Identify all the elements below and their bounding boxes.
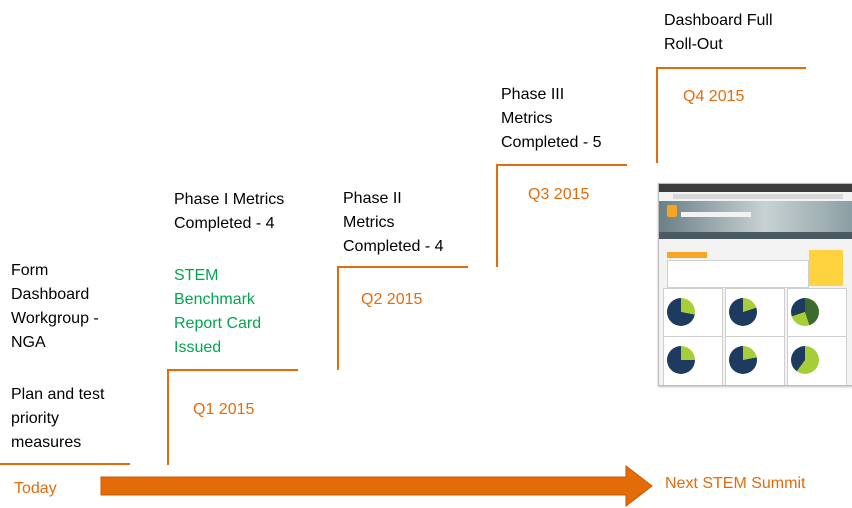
q1-extra-milestone: STEM Benchmark Report Card Issued	[174, 267, 262, 356]
pie-chart-icon	[667, 298, 695, 326]
dashboard-screenshot	[658, 183, 852, 386]
step-q4-riser	[656, 67, 658, 163]
today-item-workgroup: Form Dashboard Workgroup - NGA	[11, 262, 99, 351]
step-q2-riser	[337, 266, 339, 370]
today-label: Today	[14, 480, 57, 497]
pie-chart-icon	[791, 346, 819, 374]
pie-chart-icon	[667, 346, 695, 374]
q3-quarter-label: Q3 2015	[528, 186, 590, 203]
dashboard-nav	[659, 232, 852, 239]
pie-chart-icon	[791, 298, 819, 326]
dashboard-tab	[667, 252, 707, 258]
dashboard-logo	[667, 205, 677, 217]
pie-chart-icon	[729, 298, 757, 326]
step-q1-line	[167, 369, 298, 371]
step-today-line	[0, 463, 130, 465]
step-q4-line	[656, 67, 806, 69]
q4-milestone: Dashboard Full Roll-Out	[664, 12, 773, 53]
q2-quarter-label: Q2 2015	[361, 291, 423, 308]
q3-milestone: Phase III Metrics Completed - 5	[501, 86, 602, 151]
q1-milestone: Phase I Metrics Completed - 4	[174, 191, 285, 232]
next-summit-label: Next STEM Summit	[665, 475, 806, 492]
dashboard-note	[809, 250, 843, 286]
pie-chart-icon	[729, 346, 757, 374]
today-item-plan: Plan and test priority measures	[11, 386, 105, 451]
step-q2-line	[337, 266, 468, 268]
step-q3-riser	[496, 164, 498, 267]
step-q3-line	[496, 164, 627, 166]
dashboard-title-bar	[681, 212, 751, 217]
dashboard-filter-panel	[667, 260, 809, 288]
q1-quarter-label: Q1 2015	[193, 401, 255, 418]
browser-titlebar	[659, 184, 852, 192]
q2-milestone: Phase II Metrics Completed - 4	[343, 190, 444, 255]
q4-quarter-label: Q4 2015	[683, 88, 745, 105]
browser-address-bar	[673, 194, 843, 199]
step-q1-riser	[167, 369, 169, 465]
